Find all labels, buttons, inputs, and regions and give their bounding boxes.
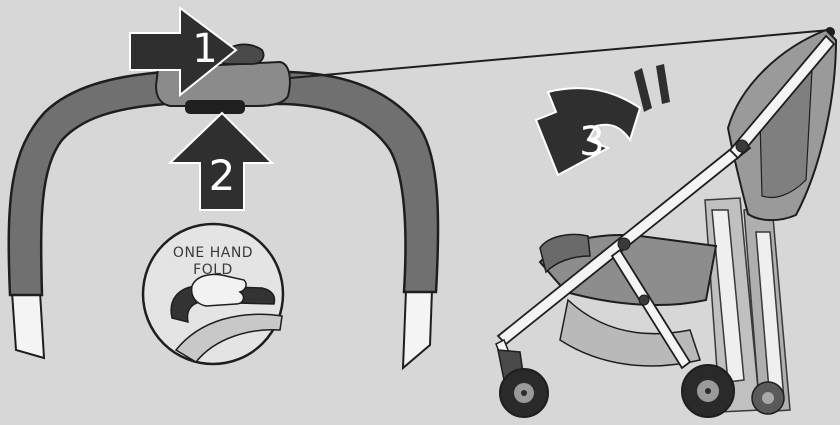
step-3-number: 3 [579, 119, 604, 165]
right-tube [403, 290, 432, 368]
leader-line [290, 30, 830, 78]
step-1-number: 1 [192, 26, 217, 72]
folded-wheel [752, 382, 784, 414]
front-wheel [498, 350, 548, 417]
step-3-arrow: 3 [536, 64, 670, 175]
hinge-joint-middle [618, 238, 630, 250]
left-tube [12, 292, 44, 358]
rear-wheel [682, 365, 734, 417]
release-button [185, 100, 245, 114]
motion-line-2 [656, 64, 670, 104]
badge-line-2: FOLD [193, 262, 233, 278]
badge-hand [192, 274, 246, 306]
badge-line-1: ONE HAND [173, 245, 253, 261]
hinge-joint-lower [639, 295, 649, 305]
one-hand-fold-badge: ONE HAND FOLD [143, 224, 283, 364]
step-2-number: 2 [209, 151, 236, 200]
hinge-joint-upper [736, 140, 748, 152]
step-2-arrow: 2 [170, 113, 272, 210]
